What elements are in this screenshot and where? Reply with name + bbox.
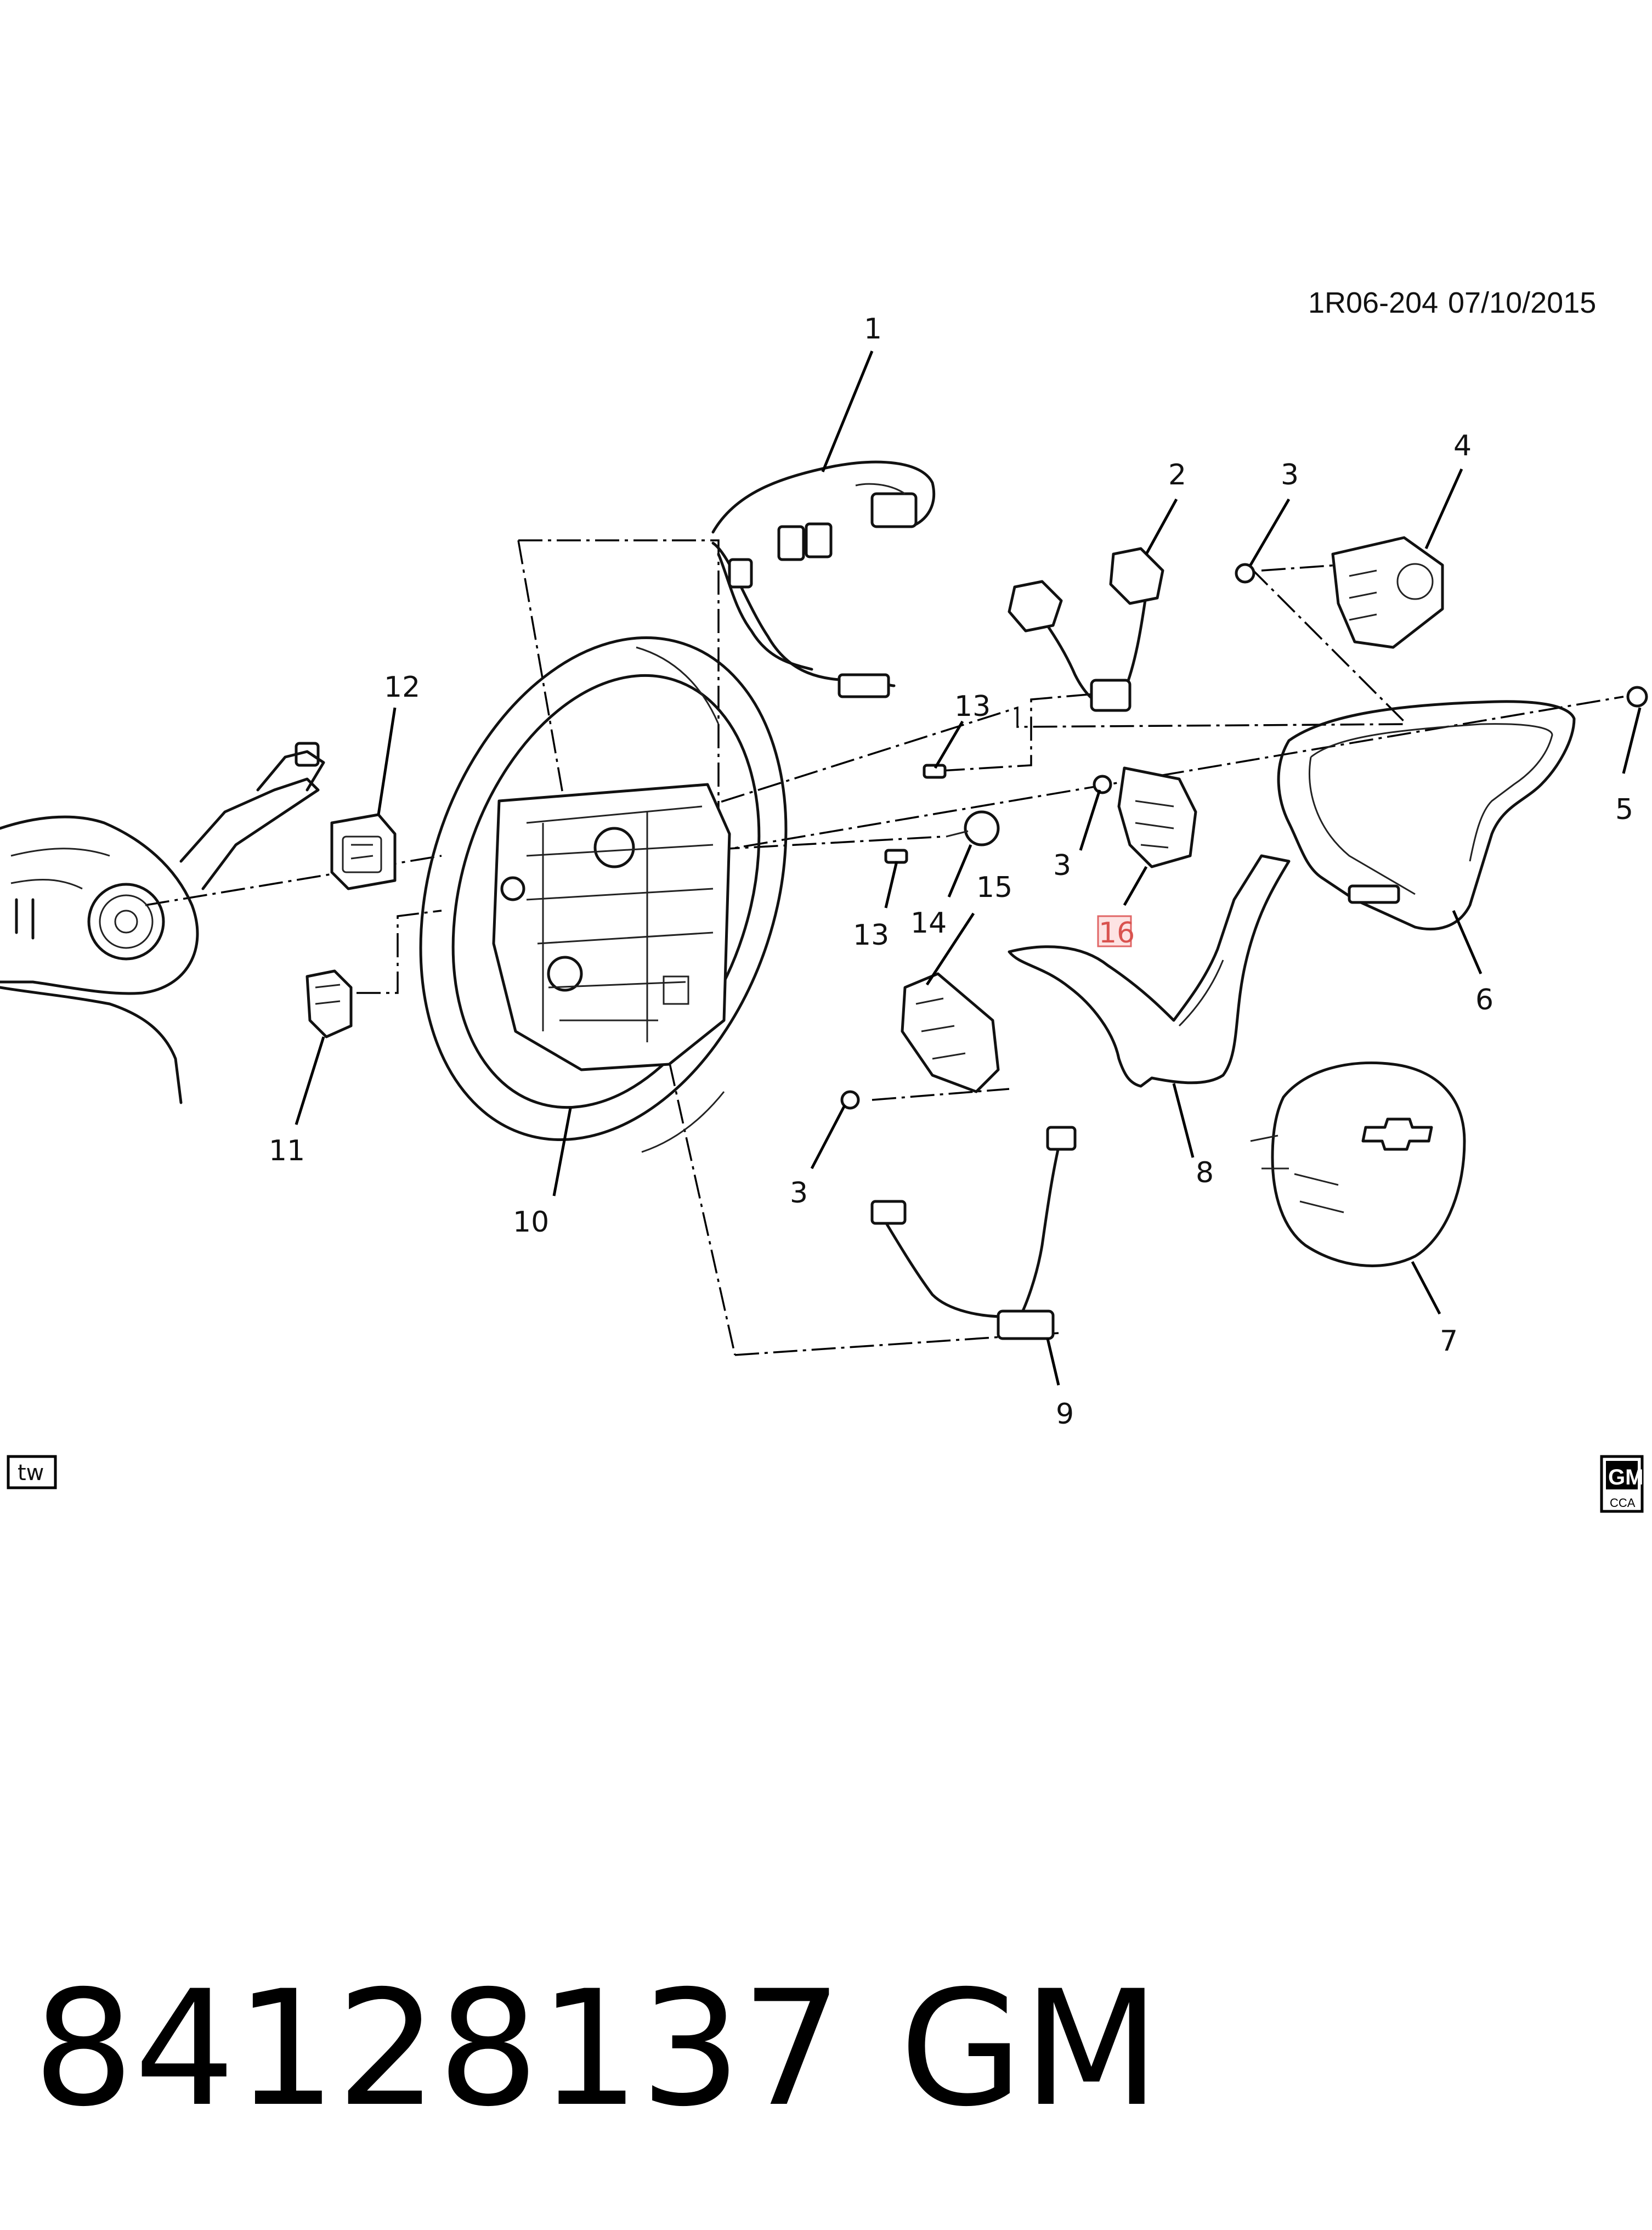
callout-11: 11 [269,1134,305,1167]
diagram-reference: 1R06-204 [1308,286,1438,319]
callout-1: 1 [864,313,882,346]
callout-13-lower: 13 [853,919,889,952]
brand-label: GM [899,1957,1160,2142]
fasteners [840,563,1648,1110]
callout-7: 7 [1440,1325,1458,1358]
part-12-switch [330,813,397,890]
part-2-paddle-assembly [1008,547,1164,712]
part-15-switch [901,972,1000,1093]
callout-10: 10 [513,1206,549,1239]
callout-14: 14 [910,907,947,940]
part-4-switch-bezel [1331,536,1444,649]
callout-13-upper: 13 [954,690,991,723]
callout-5: 5 [1615,793,1633,826]
part-9-harness [870,1126,1077,1340]
callout-2: 2 [1168,459,1186,492]
svg-text:CCA: CCA [1610,1496,1636,1510]
part-11-switch [305,969,353,1038]
diagram-date: 07/10/2015 [1448,286,1596,319]
part-8-lower-trim [1008,854,1291,1088]
callout-15: 15 [976,871,1012,904]
callout-labels: 1 2 3 4 5 6 7 8 9 10 11 12 13 13 14 15 1… [269,313,1633,1431]
part-number: 84128137 [33,1957,842,2142]
svg-text:tw: tw [18,1460,44,1486]
callout-12: 12 [384,671,420,704]
callout-16-highlight [1097,915,1132,947]
part-16-switch [1117,766,1197,868]
gm-logo: GM CCA [1600,1455,1644,1513]
part-1-wiring-harness [711,460,936,698]
callout-3-top: 3 [1281,459,1299,492]
steering-column-assembly [0,742,325,1104]
steering-wheel [419,636,788,1153]
part-7-airbag [1250,1062,1466,1267]
callout-3-middle: 3 [1053,849,1071,882]
svg-text:GM: GM [1608,1465,1643,1489]
part-6-upper-trim [1277,700,1576,931]
callout-9: 9 [1056,1398,1074,1431]
tw-mark: tw [7,1455,57,1489]
callout-3-lower: 3 [790,1177,808,1210]
callout-6: 6 [1475,984,1493,1017]
callout-4: 4 [1453,430,1472,462]
leader-lines [295,351,1642,1386]
callout-16: 16 [1099,917,1135,950]
callout-8: 8 [1196,1156,1214,1189]
